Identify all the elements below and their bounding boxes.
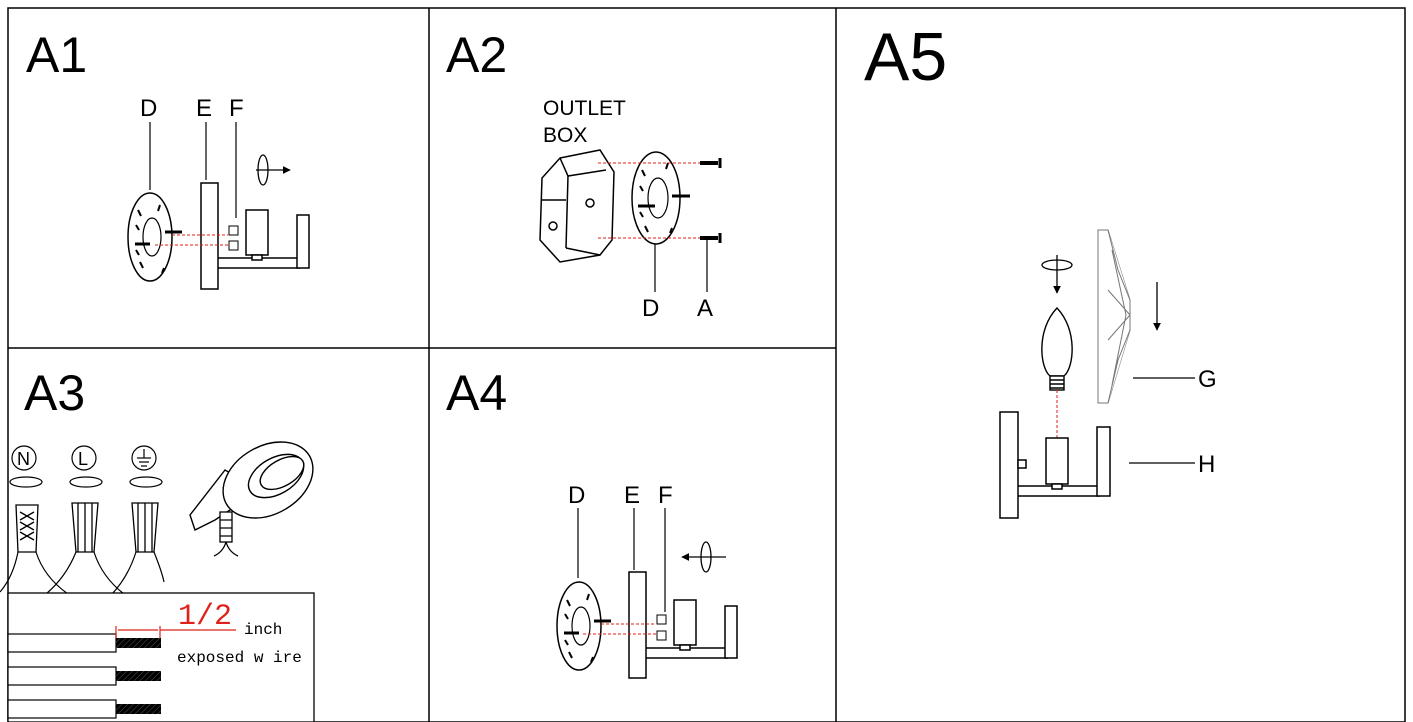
glass-shade-icon bbox=[1097, 229, 1131, 404]
fixture-arm-icon bbox=[218, 209, 310, 269]
panel-a1: A1 D E F bbox=[26, 27, 310, 290]
cap-nut-icon bbox=[656, 630, 667, 641]
svg-text:N: N bbox=[17, 449, 30, 469]
panel-a1-label: A1 bbox=[26, 27, 87, 83]
strip-length-value: 1/2 bbox=[178, 600, 232, 634]
panel-a2-label: A2 bbox=[446, 27, 507, 83]
part-d-label: D bbox=[568, 482, 585, 509]
part-f-label: F bbox=[658, 482, 673, 509]
bulb-icon bbox=[1041, 306, 1073, 391]
panel-a2: A2 OUTLET BOX bbox=[446, 27, 722, 322]
cap-nut-icon bbox=[228, 240, 239, 251]
mounting-plate-icon bbox=[556, 581, 611, 671]
wire-icon bbox=[7, 633, 117, 719]
rotate-arrow-icon bbox=[1041, 255, 1073, 294]
electrical-tape-icon bbox=[189, 441, 314, 531]
rotate-arrow-icon bbox=[681, 541, 726, 573]
panel-a4-label: A4 bbox=[446, 365, 507, 421]
strip-length-caption: exposed w ire bbox=[177, 649, 302, 667]
svg-text:L: L bbox=[78, 449, 88, 469]
part-a-label: A bbox=[697, 295, 713, 322]
fixture-arm-icon bbox=[646, 599, 738, 659]
part-e-label: E bbox=[624, 482, 640, 509]
strip-length-unit: inch bbox=[244, 621, 282, 639]
panel-a3-label: A3 bbox=[24, 365, 85, 421]
rotate-arrow-icon bbox=[256, 154, 291, 186]
outlet-box-label-line1: OUTLET bbox=[543, 97, 626, 120]
part-d-label: D bbox=[140, 95, 157, 122]
canopy-icon bbox=[200, 182, 219, 290]
twist-arrow-icon bbox=[9, 476, 163, 488]
screw-icon bbox=[700, 158, 722, 243]
panel-a5-label: A5 bbox=[864, 19, 947, 95]
part-d-label: D bbox=[642, 295, 659, 322]
wire-nut-icon bbox=[15, 502, 159, 553]
outlet-box-icon bbox=[539, 149, 615, 263]
panel-grid bbox=[7, 7, 1406, 722]
mounting-plate-icon bbox=[127, 192, 182, 282]
taped-wire-icon bbox=[213, 511, 239, 557]
part-f-label: F bbox=[229, 95, 244, 122]
outlet-box-label-line2: BOX bbox=[543, 124, 587, 147]
ground-symbol-icon bbox=[131, 445, 157, 471]
live-symbol-icon: L bbox=[71, 445, 97, 471]
fixture-icon bbox=[999, 411, 1111, 519]
part-e-label: E bbox=[196, 95, 212, 122]
panel-a3: A3 N L bbox=[0, 365, 315, 722]
panel-a4: A4 D E F bbox=[446, 365, 738, 679]
strip-length-dimension bbox=[115, 626, 236, 638]
panel-a5: A5 G H bbox=[864, 19, 1217, 519]
part-g-label: G bbox=[1198, 366, 1217, 393]
twisted-wires-icon bbox=[0, 551, 165, 595]
canopy-icon bbox=[628, 571, 647, 679]
neutral-symbol-icon: N bbox=[11, 445, 37, 471]
cap-nut-icon bbox=[228, 225, 239, 236]
part-h-label: H bbox=[1198, 451, 1215, 478]
mounting-plate-icon bbox=[631, 151, 690, 245]
exposed-wire-icon bbox=[116, 638, 161, 714]
cap-nut-icon bbox=[656, 614, 667, 625]
